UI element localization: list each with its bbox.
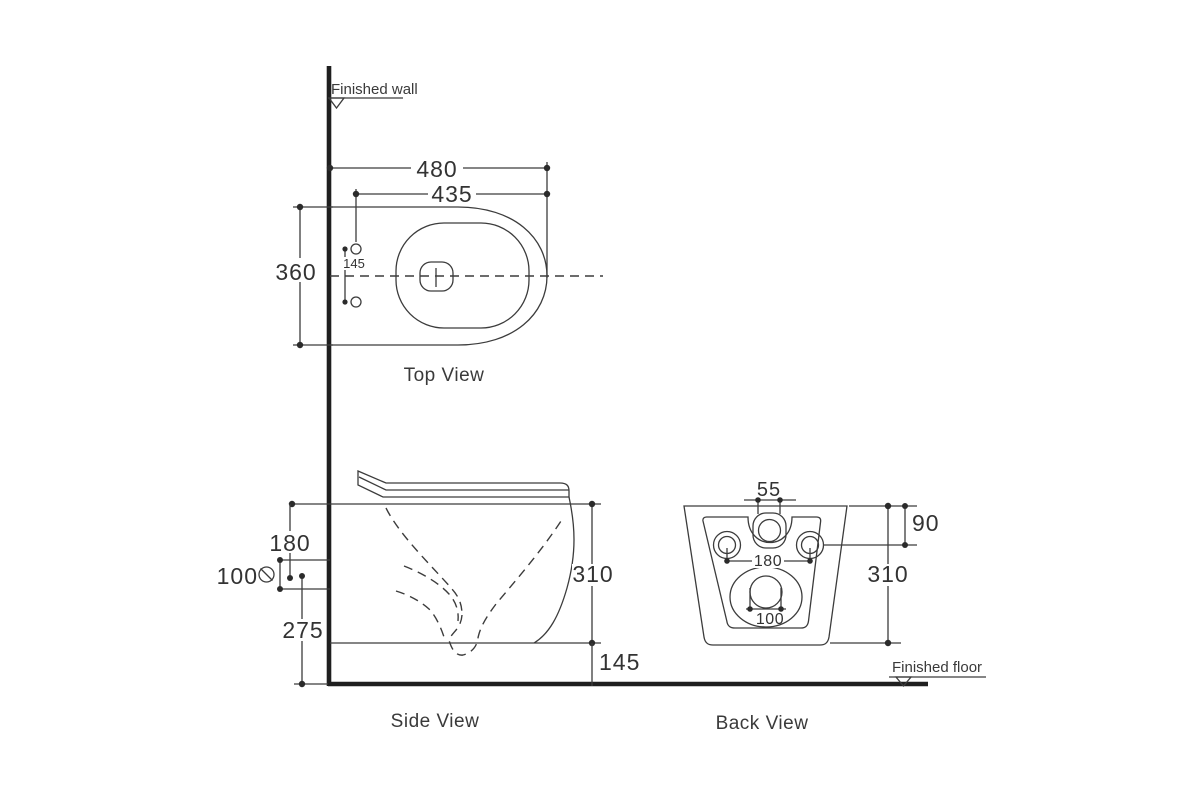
finished-floor-label: Finished floor	[892, 659, 982, 676]
dim-100-back-text: 100	[756, 611, 784, 628]
dim-360: 360	[274, 203, 333, 349]
dim-480-text: 480	[416, 156, 457, 182]
dim-435-text: 435	[431, 181, 472, 207]
dim-100-diameter: 100	[217, 557, 330, 592]
side-view-trap-hidden-line-lower	[395, 590, 445, 638]
back-view-inner-outline	[702, 516, 822, 629]
dim-310-side: 310	[572, 500, 613, 647]
side-view-seat-outline	[357, 470, 570, 498]
dim-180-back: 180	[724, 548, 813, 570]
dim-180-side: 180	[268, 500, 312, 581]
side-view-trap-hidden-line-left	[385, 507, 463, 616]
back-view-inlet-boss	[752, 512, 787, 549]
side-view-trap-hidden-line-mid	[403, 565, 459, 622]
dim-145-holes: 145	[341, 246, 368, 305]
dim-310-back-text: 310	[867, 561, 908, 587]
dim-145-side-text: 145	[599, 649, 640, 675]
top-view-bowl-inner-rim	[395, 222, 530, 329]
top-view-label: Top View	[404, 365, 485, 386]
dim-435: 435	[352, 181, 551, 242]
side-view: 180 100 275 310	[217, 470, 640, 732]
top-view: 480 435 360 145 Top View	[274, 156, 603, 386]
top-view-fixing-hole-lower	[350, 296, 362, 308]
back-view: 55 180 90 310	[683, 479, 940, 734]
dim-55-text: 55	[757, 479, 781, 501]
side-view-bowl-profile	[533, 496, 575, 644]
finished-wall-datum-icon	[327, 97, 346, 110]
side-view-label: Side View	[391, 711, 480, 732]
back-view-label: Back View	[716, 713, 809, 734]
diameter-icon	[258, 566, 275, 583]
dim-90-text: 90	[912, 510, 940, 536]
dim-180-side-text: 180	[269, 530, 310, 556]
back-view-outlet-hole	[749, 575, 783, 609]
dim-90: 90	[824, 503, 940, 548]
dim-310-side-text: 310	[572, 561, 613, 587]
top-view-fixing-hole-upper	[350, 243, 362, 255]
dim-145-holes-text: 145	[343, 256, 365, 271]
back-view-inlet-hole	[757, 518, 782, 543]
dim-480: 480	[326, 156, 551, 278]
dim-360-text: 360	[275, 259, 316, 285]
dim-100-back: 100	[746, 588, 786, 628]
dim-145-side: 145	[591, 643, 640, 686]
dim-55: 55	[744, 479, 796, 514]
side-view-trap-hidden-line-right	[448, 517, 564, 656]
finished-floor-datum-icon	[894, 676, 913, 688]
dim-100-diameter-text: 100	[217, 563, 258, 589]
back-view-body-outline	[683, 505, 848, 646]
dim-180-back-text: 180	[754, 553, 782, 570]
dim-310-back: 310	[830, 502, 909, 647]
dim-275: 275	[281, 573, 328, 688]
side-view-seat-seam	[358, 476, 569, 491]
dim-275-text: 275	[282, 617, 323, 643]
finished-wall-label: Finished wall	[331, 81, 418, 98]
